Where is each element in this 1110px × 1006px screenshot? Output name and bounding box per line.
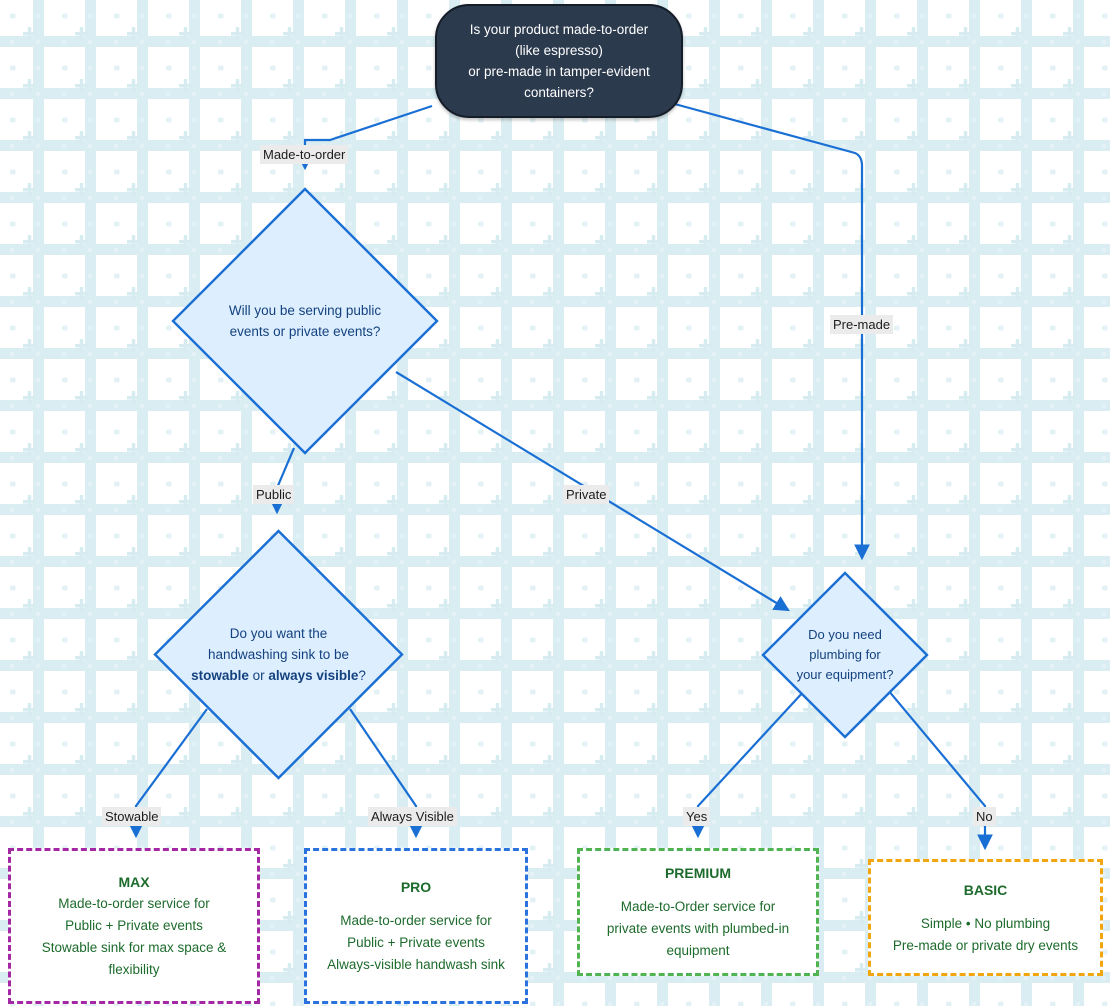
result-line: Public + Private events: [347, 935, 485, 950]
result-line: Always-visible handwash sink: [327, 957, 505, 972]
edge-label-pre-made: Pre-made: [830, 315, 894, 334]
result-title-pro: PRO: [400, 879, 432, 895]
decision-plumbing[interactable]: Do you need plumbing for your equipment?: [760, 570, 930, 740]
edge-stowable: [128, 708, 208, 839]
root-question-node[interactable]: Is your product made-to-order (like espr…: [435, 4, 683, 118]
edge-no: [887, 689, 993, 851]
edge-label-no: No: [973, 807, 996, 826]
result-line: Public + Private events: [65, 918, 203, 933]
result-title-basic: BASIC: [963, 881, 1008, 898]
edge-label-yes: Yes: [683, 807, 711, 826]
root-question-text: Is your product made-to-order (like espr…: [458, 19, 660, 103]
result-line: Simple • No plumbing: [920, 915, 1051, 931]
result-title-premium: PREMIUM: [664, 865, 732, 881]
result-box-basic[interactable]: BASIC Simple • No plumbing Pre-made or p…: [868, 859, 1103, 976]
result-title-max: MAX: [118, 874, 150, 890]
result-box-premium[interactable]: PREMIUM Made-to-Order service for privat…: [577, 848, 819, 976]
result-line: Pre-made or private dry events: [892, 937, 1079, 953]
diamond-shape: [153, 529, 404, 780]
edge-label-always-visible: Always Visible: [368, 807, 457, 826]
diamond-shape: [761, 571, 929, 739]
result-line: Made-to-order service for: [58, 896, 210, 911]
result-line: Made-to-order service for: [340, 913, 492, 928]
edge-pre-made: [659, 98, 870, 561]
result-line: flexibility: [108, 962, 160, 977]
decision-serving-events[interactable]: Will you be serving public events or pri…: [170, 186, 440, 456]
edge-label-public: Public: [253, 485, 295, 504]
root-line-2: (like espresso): [515, 43, 603, 58]
result-box-max[interactable]: MAX Made-to-order service for Public + P…: [8, 848, 260, 1004]
edge-label-stowable: Stowable: [102, 807, 162, 826]
edge-always-visible: [349, 708, 424, 839]
result-line: Stowable sink for max space &: [41, 940, 227, 955]
result-line: equipment: [666, 943, 730, 958]
edge-yes: [690, 689, 806, 839]
decision-sink-type[interactable]: Do you want the handwashing sink to be s…: [152, 528, 405, 781]
edge-label-made-to-order: Made-to-order: [260, 145, 349, 164]
root-line-4: containers?: [524, 85, 594, 100]
result-line: private events with plumbed-in: [606, 921, 790, 936]
root-line-3: or pre-made in tamper-evident: [468, 64, 650, 79]
result-line: Made-to-Order service for: [620, 899, 776, 914]
root-line-1: Is your product made-to-order: [469, 22, 649, 37]
diamond-shape: [171, 187, 439, 455]
edge-label-private: Private: [563, 485, 610, 504]
result-box-pro[interactable]: PRO Made-to-order service for Public + P…: [304, 848, 528, 1004]
